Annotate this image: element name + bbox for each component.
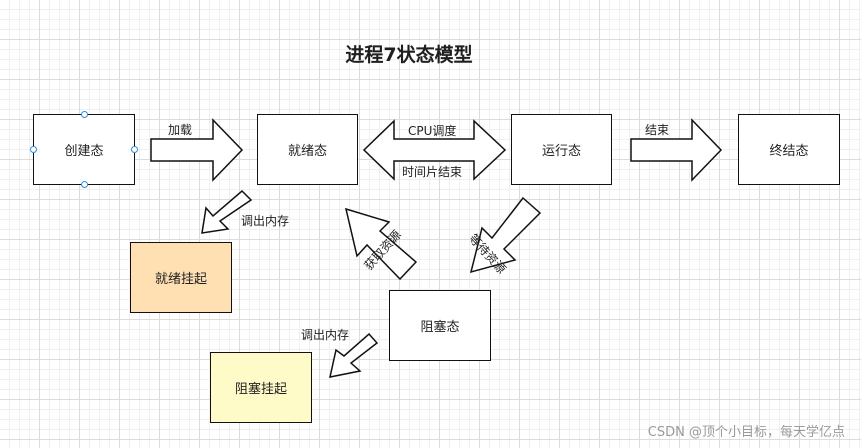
swap-out-ready-label: 调出内存 [241, 214, 290, 228]
swap-out-blocked-arrow [329, 332, 379, 378]
load-arrow [150, 118, 244, 182]
time-slice-end-label: 时间片结束 [402, 165, 463, 179]
cpu-schedule-label: CPU调度 [408, 124, 457, 138]
selection-handle-left[interactable] [30, 146, 37, 153]
blocked-suspended-state[interactable]: 阻塞挂起 [210, 352, 312, 423]
selection-handle-right[interactable] [131, 146, 138, 153]
ready-suspended-state[interactable]: 就绪挂起 [130, 242, 232, 313]
blocked-suspended-state-label: 阻塞挂起 [234, 382, 287, 397]
swap-out-ready-arrow [201, 189, 253, 234]
swap-out-blocked-label: 调出内存 [301, 328, 350, 342]
selection-handle-top[interactable] [81, 111, 88, 118]
ready-state[interactable]: 就绪态 [257, 114, 358, 185]
blocked-state[interactable]: 阻塞态 [389, 290, 491, 361]
terminated-state-label: 终结态 [769, 144, 809, 159]
diagram-title: 进程7状态模型 [345, 44, 473, 66]
create-state[interactable]: 创建态 [33, 114, 135, 185]
selection-handle-bottom[interactable] [81, 181, 88, 188]
cpu-schedule-arrow [362, 119, 507, 181]
terminated-state[interactable]: 终结态 [738, 114, 840, 185]
wait-resource-arrow [469, 196, 542, 274]
running-state-label: 运行态 [541, 144, 581, 159]
watermark: CSDN @顶个小目标，每天学亿点 [647, 425, 845, 440]
load-label: 加载 [168, 123, 193, 137]
finish-arrow [630, 118, 723, 182]
blocked-state-label: 阻塞态 [420, 320, 460, 335]
ready-suspended-state-label: 就绪挂起 [154, 272, 207, 287]
create-state-label: 创建态 [64, 144, 104, 159]
running-state[interactable]: 运行态 [511, 114, 612, 185]
get-resource-arrow [344, 207, 418, 281]
ready-state-label: 就绪态 [287, 144, 327, 159]
finish-label: 结束 [645, 123, 670, 137]
